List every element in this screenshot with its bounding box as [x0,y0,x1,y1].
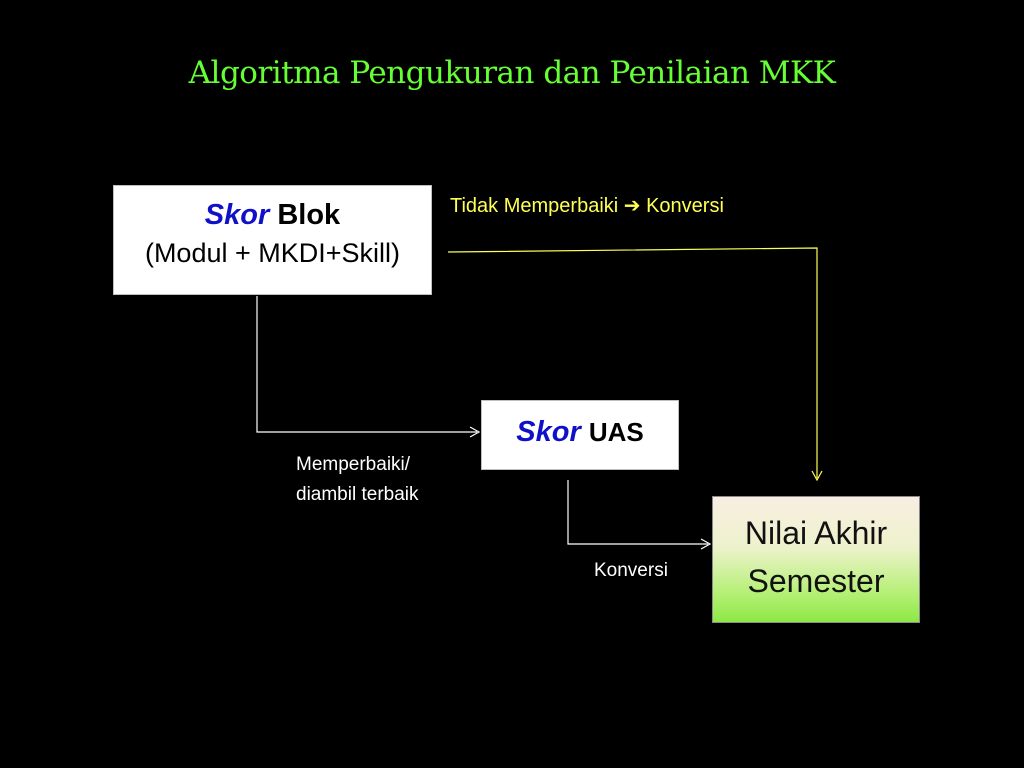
label-konversi-top: Konversi [646,195,724,217]
arrow-right-icon: ➔ [623,195,641,217]
skor-uas-box: Skor UAS [481,400,679,470]
skor-word: Skor [516,416,581,448]
label-konversi: Konversi [594,560,668,581]
connector-uas-to-nilai [567,480,708,545]
skor-blok-box: Skor Blok (Modul + MKDI+Skill) [113,185,432,295]
blok-word: Blok [277,199,341,231]
label-tidak-memperbaiki: Tidak Memperbaiki ➔ Konversi [450,193,724,218]
connector-blok-to-uas [256,296,477,433]
skor-word: Skor [204,199,270,231]
nilai-line-2: Semester [747,563,885,599]
slide-title: Algoritma Pengukuran dan Penilaian MKK [188,55,836,91]
label-memperbaiki-line-2: diambil terbaik [296,484,419,505]
label-tidak-text: Tidak Memperbaiki [450,195,619,217]
label-memperbaiki: Memperbaiki/ diambil terbaik [296,450,419,510]
skor-uas-heading: Skor UAS [482,413,678,451]
arrowhead-blok-to-uas [469,426,481,438]
label-memperbaiki-line-1: Memperbaiki/ [296,454,411,475]
uas-word: UAS [588,417,644,447]
arrowhead-uas-to-nilai [700,538,712,550]
skor-blok-heading: Skor Blok [114,196,431,234]
nilai-line-1: Nilai Akhir [744,515,888,551]
skor-blok-detail: (Modul + MKDI+Skill) [144,238,401,268]
connector-blok-to-nilai [447,247,818,478]
arrowhead-blok-to-nilai [811,470,823,482]
nilai-akhir-box: Nilai Akhir Semester [712,496,920,623]
